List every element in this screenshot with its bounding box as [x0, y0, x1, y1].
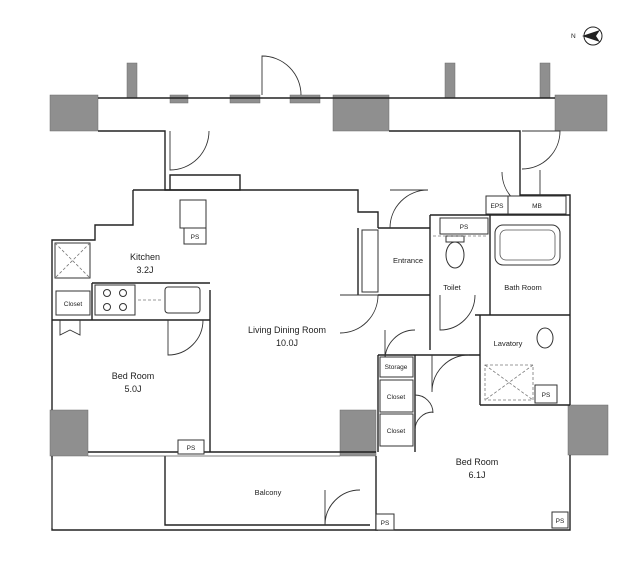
column-top-right	[554, 94, 608, 132]
door-right-corridor[interactable]	[521, 130, 561, 170]
fixtures	[51, 224, 561, 528]
ps-balcony-label: PS	[187, 445, 196, 452]
storage-box	[379, 356, 414, 378]
closet-lower-box	[379, 413, 414, 447]
bathtub-inner	[499, 229, 556, 261]
door-bedroom-east[interactable]	[431, 354, 470, 393]
ps-kitchen-label: PS	[191, 234, 200, 241]
lavatory-sink	[536, 327, 554, 349]
door-entrance[interactable]	[389, 189, 429, 229]
balcony-inner-rail	[164, 456, 370, 526]
column-bottom-left	[49, 409, 89, 457]
door-closet-bifold[interactable]	[414, 394, 434, 431]
bedroom-east-name: Bed Room	[456, 457, 499, 467]
wall-balcony-outline	[51, 456, 378, 531]
column-top-left	[49, 94, 99, 132]
closet-kitchen-name: Closet	[64, 301, 83, 308]
burner-1-icon	[103, 289, 111, 297]
column-bottom-center	[339, 409, 377, 457]
washer-space	[484, 364, 534, 401]
ps-lavatory-label: PS	[542, 392, 551, 399]
wall-stub-top-right-b	[539, 62, 551, 99]
ps-kitchen-shaft	[179, 199, 207, 229]
door-toilet[interactable]	[439, 294, 476, 331]
doors	[59, 55, 561, 526]
ps-bottom-right-box	[551, 511, 569, 529]
entrance-name: Entrance	[393, 256, 423, 265]
closet-upper-name: Closet	[387, 394, 406, 401]
wall-west-upper	[51, 190, 134, 410]
door-top-outer[interactable]	[261, 55, 302, 96]
wall-stub-top	[126, 62, 138, 99]
bedroom-east-size: 6.1J	[468, 470, 485, 480]
wall-kitchen-top	[133, 189, 379, 228]
structural-walls	[49, 62, 609, 457]
door-bedroom-west[interactable]	[167, 319, 204, 356]
burner-3-icon	[103, 303, 111, 311]
wall-top-3	[289, 94, 321, 104]
shoe-cabinet	[361, 229, 379, 293]
corridor-wall-right	[389, 130, 571, 405]
outline	[51, 97, 571, 531]
washer-x	[484, 364, 534, 401]
mb-label: MB	[532, 203, 542, 210]
ps-bottom-left-box	[375, 513, 395, 531]
ps-toilet-label: PS	[460, 224, 469, 231]
north-label: N	[571, 33, 576, 40]
corridor-wall-inner	[98, 130, 241, 191]
wall-bedroom-east-bottom	[375, 455, 571, 531]
burner-2-icon	[119, 289, 127, 297]
ps-toilet-box	[439, 217, 489, 235]
utility-boxes	[55, 195, 569, 531]
kitchen-sink	[164, 286, 201, 314]
interior-walls	[52, 214, 570, 453]
toilet-bowl	[445, 241, 465, 269]
bath-name: Bath Room	[504, 283, 542, 292]
closet-lower-name: Closet	[387, 428, 406, 435]
closet-kitchen-box	[55, 290, 91, 316]
column-bottom-right	[567, 404, 609, 456]
door-corridor[interactable]	[169, 130, 210, 171]
room-labels: Kitchen 3.2J Living Dining Room 10.0J Be…	[64, 252, 542, 497]
ps-bottom-right-label: PS	[556, 518, 565, 525]
closet-upper-box	[379, 379, 414, 413]
compass: N	[571, 26, 603, 46]
fridge-x	[54, 242, 91, 279]
ps-bottom-left-label: PS	[381, 520, 390, 527]
stove	[94, 284, 136, 316]
living-name: Living Dining Room	[248, 325, 326, 335]
toilet-name: Toilet	[443, 283, 461, 292]
ps-lavatory-box	[534, 384, 558, 404]
kitchen-name: Kitchen	[130, 252, 160, 262]
kitchen-size: 3.2J	[136, 265, 153, 275]
wall-top-2	[229, 94, 261, 104]
bedroom-west-name: Bed Room	[112, 371, 155, 381]
wall-stub-top-right-a	[444, 62, 456, 99]
storage-name: Storage	[385, 364, 408, 371]
ps-balcony-box	[177, 439, 205, 455]
north-arrow-pointer-icon	[582, 30, 600, 42]
column-top-center	[332, 94, 390, 132]
balcony-name: Balcony	[255, 488, 282, 497]
door-living[interactable]	[339, 294, 379, 334]
toilet-tank	[445, 235, 465, 243]
eps-label: EPS	[490, 203, 504, 210]
wall-top-1	[169, 94, 189, 104]
bedroom-west-size: 5.0J	[124, 384, 141, 394]
lavatory-name: Lavatory	[494, 339, 523, 348]
living-size: 10.0J	[276, 338, 298, 348]
utility-labels: PS PS EPS MB PS PS PS PS	[187, 203, 565, 527]
burner-4-icon	[119, 303, 127, 311]
door-balcony[interactable]	[324, 489, 361, 526]
bathtub	[494, 224, 561, 266]
door-closet-kitchen[interactable]	[59, 320, 81, 336]
mb-box	[507, 195, 567, 215]
